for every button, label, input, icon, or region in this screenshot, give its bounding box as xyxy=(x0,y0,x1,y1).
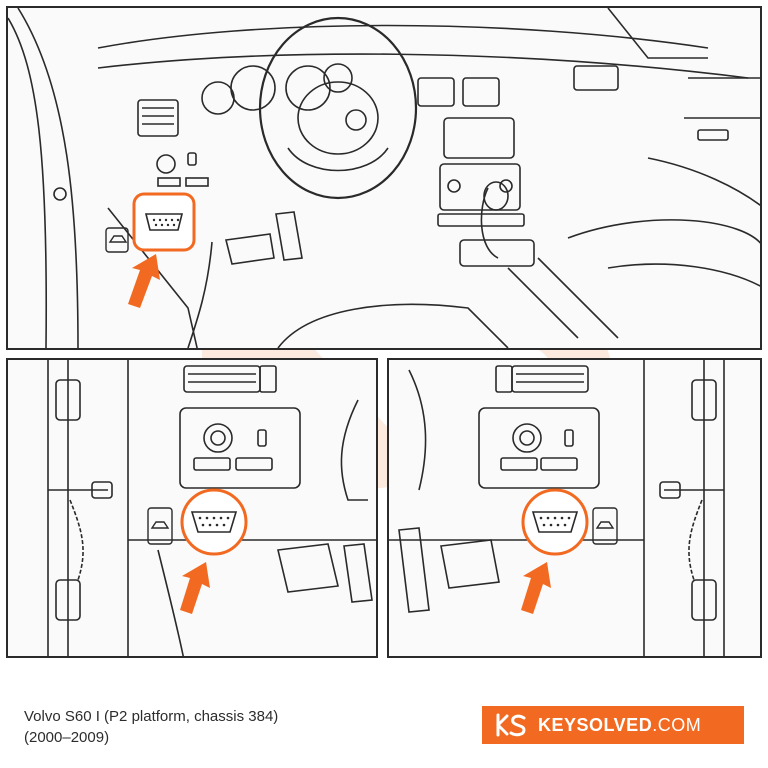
dashboard-overview-panel xyxy=(6,6,762,350)
arrow-icon xyxy=(128,254,160,308)
vehicle-caption: Volvo S60 I (P2 platform, chassis 384) (… xyxy=(24,706,278,748)
obd-port-highlight xyxy=(521,488,589,556)
obd-port-highlight xyxy=(180,488,248,556)
car-lift-icon xyxy=(105,227,129,253)
vehicle-years-line: (2000–2009) xyxy=(24,729,110,746)
brand-tld: .COM xyxy=(652,714,702,735)
keysolved-brand-badge[interactable]: KEYSOLVED.COM xyxy=(482,706,744,744)
left-hand-drive-panel xyxy=(6,358,378,658)
rhd-illustration xyxy=(389,360,725,656)
brand-name: KEYSOLVED xyxy=(538,714,653,735)
keysolved-logo xyxy=(496,713,526,737)
lhd-illustration xyxy=(47,360,376,656)
car-lift-icon xyxy=(147,507,173,545)
car-lift-icon xyxy=(592,507,618,545)
arrow-icon xyxy=(521,562,551,614)
right-hand-drive-panel xyxy=(387,358,762,658)
obd-port-highlight xyxy=(132,192,196,252)
dashboard-illustration xyxy=(8,8,760,348)
vehicle-model-line: Volvo S60 I (P2 platform, chassis 384) xyxy=(24,708,279,725)
arrow-icon xyxy=(180,562,210,614)
